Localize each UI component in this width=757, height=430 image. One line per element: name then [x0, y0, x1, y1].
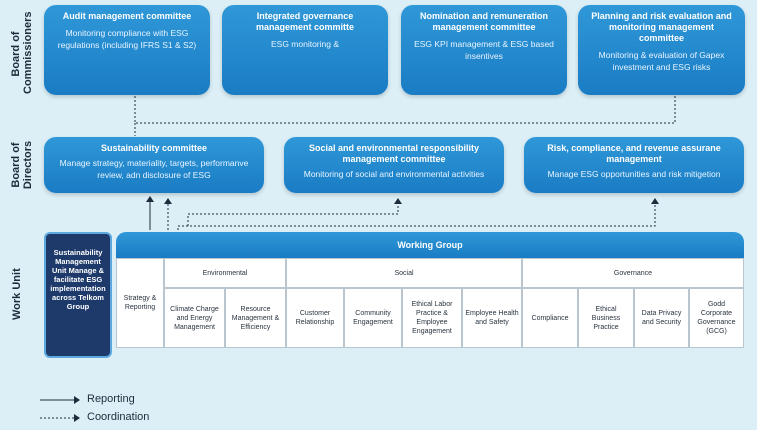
integrated-governance-committee-box: Integrated governance management committ…: [222, 5, 388, 95]
planning-risk-committee-title: Planning and risk evaluation and monitor…: [591, 11, 732, 43]
legend-coordination-label: Coordination: [87, 411, 150, 423]
nomination-remuneration-committee-title: Nomination and remuneration management c…: [419, 11, 548, 32]
risk-compliance-committee-box: Risk, compliance, and revenue assurane m…: [524, 137, 744, 193]
nomination-remuneration-committee-box: Nomination and remuneration management c…: [401, 5, 567, 95]
sustainability-management-unit: Sustainability Management Unit Manage & …: [44, 232, 112, 358]
legend-coordination: Coordination: [87, 411, 149, 423]
social-environmental-committee-desc: Monitoring of social and environmental a…: [303, 169, 485, 179]
customer-cell: Customer Relationship: [286, 288, 344, 348]
group-environmental: Environmental: [164, 258, 286, 288]
group-social: Social: [286, 258, 522, 288]
community-cell: Community Engagement: [344, 288, 402, 348]
audit-committee-title: Audit management committee: [62, 11, 192, 21]
privacy-cell: Data Privacy and Security: [634, 288, 689, 348]
sustainability-committee-desc: Manage strategy, materiality, targets, p…: [59, 158, 249, 180]
risk-compliance-committee-desc: Manage ESG opportunities and risk mitige…: [547, 169, 721, 179]
planning-risk-committee-box: Planning and risk evaluation and monitor…: [578, 5, 745, 95]
compliance-cell: Compliance: [522, 288, 578, 348]
strategy-cell: Strategy & Reporting: [116, 258, 164, 348]
climate-cell: Climate Charge and Energy Management: [164, 288, 225, 348]
audit-committee-box: Audit management committee Monitoring co…: [44, 5, 210, 95]
audit-committee-desc: Monitoring compliance with ESG regulatio…: [57, 28, 197, 50]
working-group-header: Working Group: [116, 232, 744, 258]
health-cell: Employee Health and Safety: [462, 288, 522, 348]
ethical-business-cell: Ethical Business Practice: [578, 288, 634, 348]
integrated-governance-committee-title: Integrated governance management committ…: [255, 11, 355, 32]
legend-reporting-label: Reporting: [87, 393, 135, 405]
planning-risk-committee-desc: Monitoring & evaluation of Gapex investm…: [598, 50, 725, 72]
integrated-governance-committee-desc: ESG monitoring &: [270, 39, 340, 49]
ethical-labor-cell: Ethical Labor Practice & Employee Engage…: [402, 288, 462, 348]
legend-reporting: Reporting: [87, 393, 135, 405]
risk-compliance-committee-title: Risk, compliance, and revenue assurane m…: [547, 143, 721, 164]
resource-cell: Resource Management & Efficiency: [225, 288, 286, 348]
social-environmental-committee-box: Social and environmental responsibility …: [284, 137, 504, 193]
sustainability-committee-box: Sustainability committee Manage strategy…: [44, 137, 264, 193]
nomination-remuneration-committee-desc: ESG KPI management & ESG based insentive…: [414, 39, 554, 61]
gcg-cell: Godd Corporate Governance (GCG): [689, 288, 744, 348]
group-governance: Governance: [522, 258, 744, 288]
social-environmental-committee-title: Social and environmental responsibility …: [308, 143, 480, 164]
sustainability-committee-title: Sustainability committee: [100, 143, 208, 153]
